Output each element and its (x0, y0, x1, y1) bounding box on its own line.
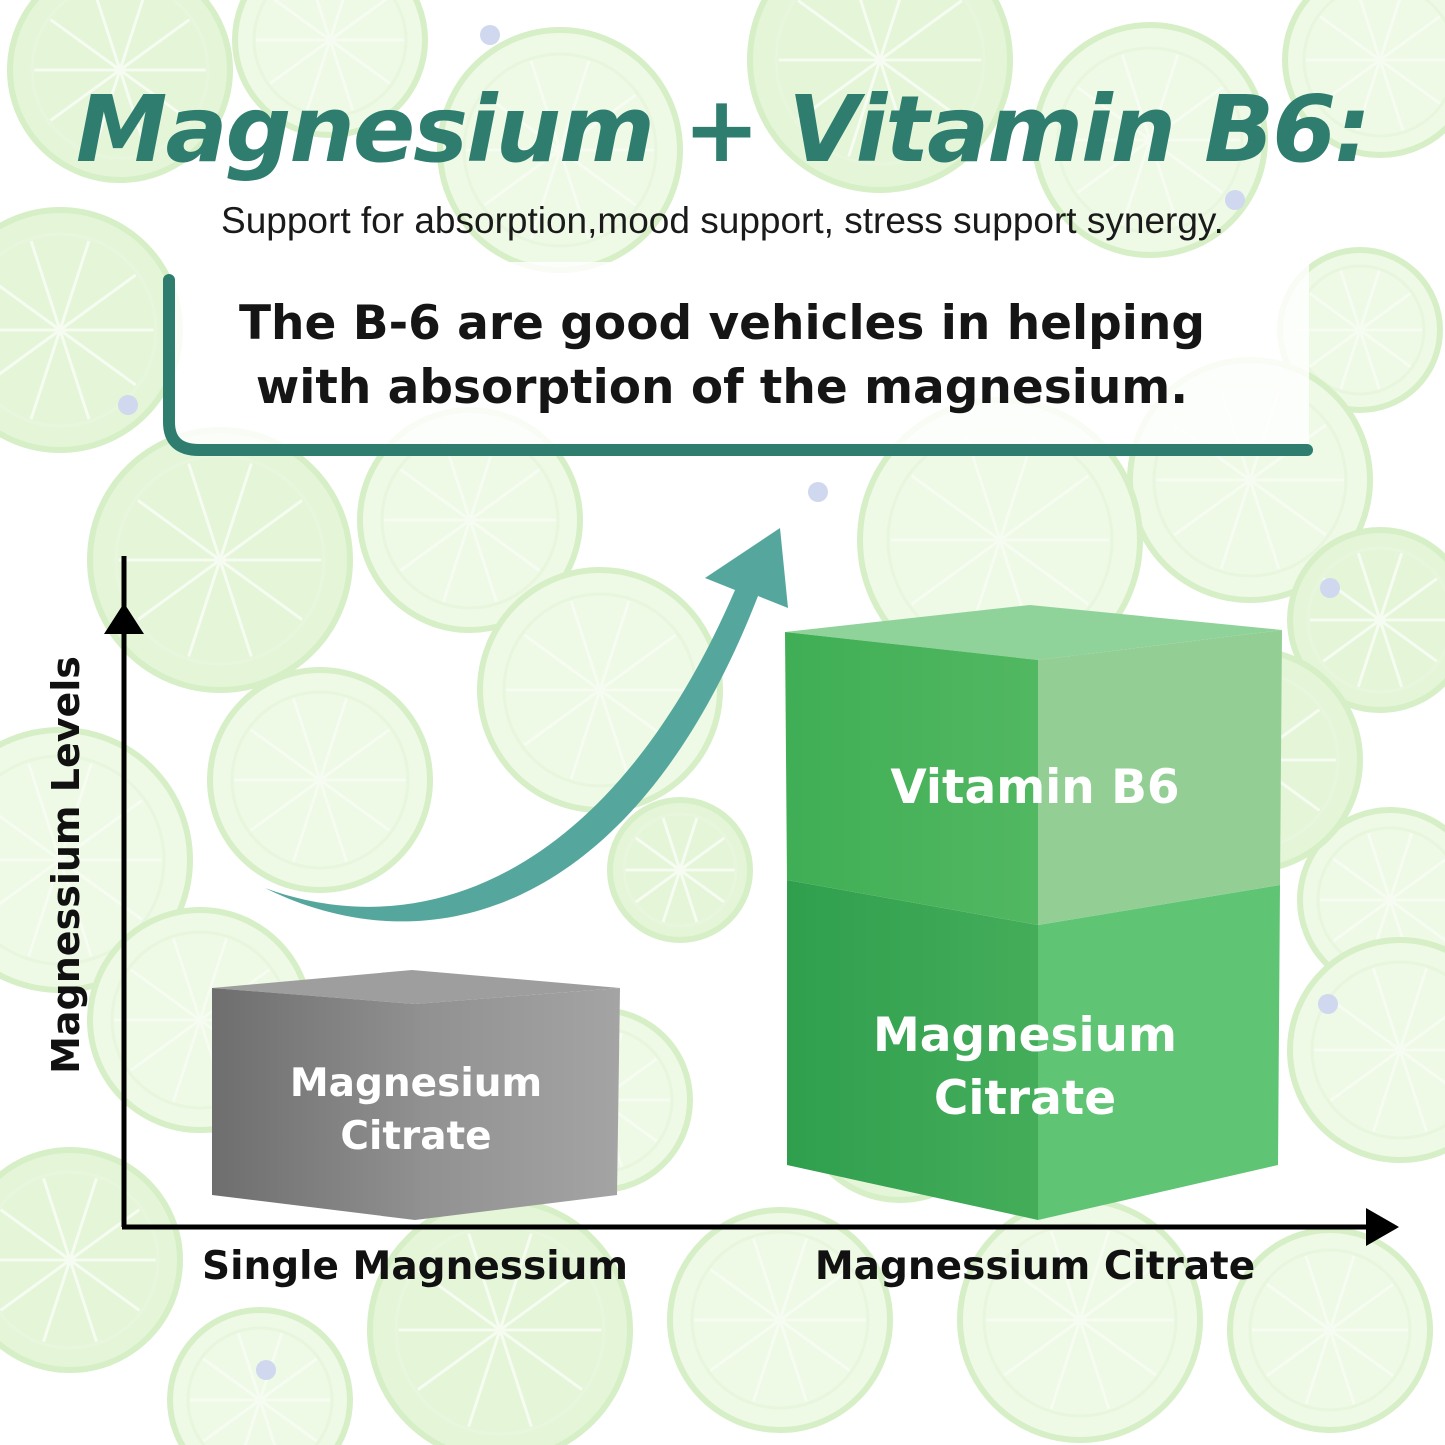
callout-box: The B-6 are good vehicles in helping wit… (157, 262, 1313, 458)
lime-slice (1227, 1227, 1433, 1433)
lime-slice (87, 427, 353, 693)
single-magnesium-block (212, 970, 620, 1220)
callout-line-1: The B-6 are good vehicles in helping (238, 296, 1206, 351)
green-lower-left-face (787, 880, 1038, 1220)
callout-border (163, 274, 1313, 456)
lime-slice (0, 1147, 183, 1373)
arrow-shape (265, 528, 788, 922)
green-upper-left-face (785, 632, 1038, 925)
lime-slice (1277, 247, 1443, 413)
gray-block-label: Magnesium Citrate (256, 1057, 576, 1163)
x-axis-arrowhead (1366, 1208, 1399, 1246)
callout-line-2: with absorption of the magnesium. (255, 360, 1189, 415)
bubble-dot (1318, 994, 1338, 1014)
green-citrate-block-label: Magnesium Citrate (845, 1004, 1205, 1130)
lime-slice (7, 0, 233, 183)
bubble-dot (256, 1360, 276, 1380)
page-subtitle: Support for absorption,mood support, str… (221, 200, 1224, 241)
lime-slice (957, 1197, 1203, 1443)
bubble-dot (118, 395, 138, 415)
gray-block-top (212, 970, 620, 1004)
green-lower-right-face (1038, 885, 1280, 1220)
lime-slice (232, 0, 428, 138)
increase-arrow (265, 528, 788, 922)
y-axis-arrowhead (104, 603, 144, 634)
lime-slice (1282, 0, 1445, 158)
category-label-combined: Magnessium Citrate (814, 1244, 1256, 1289)
chart-axes (104, 556, 1399, 1246)
gray-block-label-line-2: Citrate (340, 1114, 492, 1159)
bubble-dot (1320, 578, 1340, 598)
bubble-dot (808, 482, 828, 502)
category-label-single: Single Magnessium (202, 1244, 628, 1289)
green-upper-top (785, 605, 1282, 660)
y-axis-label: Magnessium Levels (44, 656, 88, 1074)
green-citrate-label-line-2: Citrate (933, 1071, 1117, 1126)
gray-block-left-face (212, 988, 415, 1220)
lime-slice (607, 797, 753, 943)
green-citrate-label-line-1: Magnesium (873, 1008, 1177, 1063)
gray-block-right-face (415, 988, 620, 1220)
bubble-dot (480, 25, 500, 45)
lime-slice (1287, 527, 1445, 713)
lime-slice (667, 1207, 893, 1433)
green-upper-right-face (1038, 630, 1282, 925)
callout-background (169, 262, 1309, 444)
vitamin-b6-block-label: Vitamin B6 (890, 760, 1180, 815)
magnesium-b6-stack (785, 605, 1282, 1220)
lime-slice (1032, 22, 1268, 258)
bubble-dot (1225, 190, 1245, 210)
lime-slice (207, 667, 433, 893)
gray-block-label-line-1: Magnesium (289, 1061, 543, 1106)
lime-slice (437, 27, 683, 273)
callout-text: The B-6 are good vehicles in helping wit… (197, 292, 1247, 420)
page-title: Magnesium + Vitamin B6: (75, 76, 1371, 183)
lime-slice (747, 0, 1013, 193)
